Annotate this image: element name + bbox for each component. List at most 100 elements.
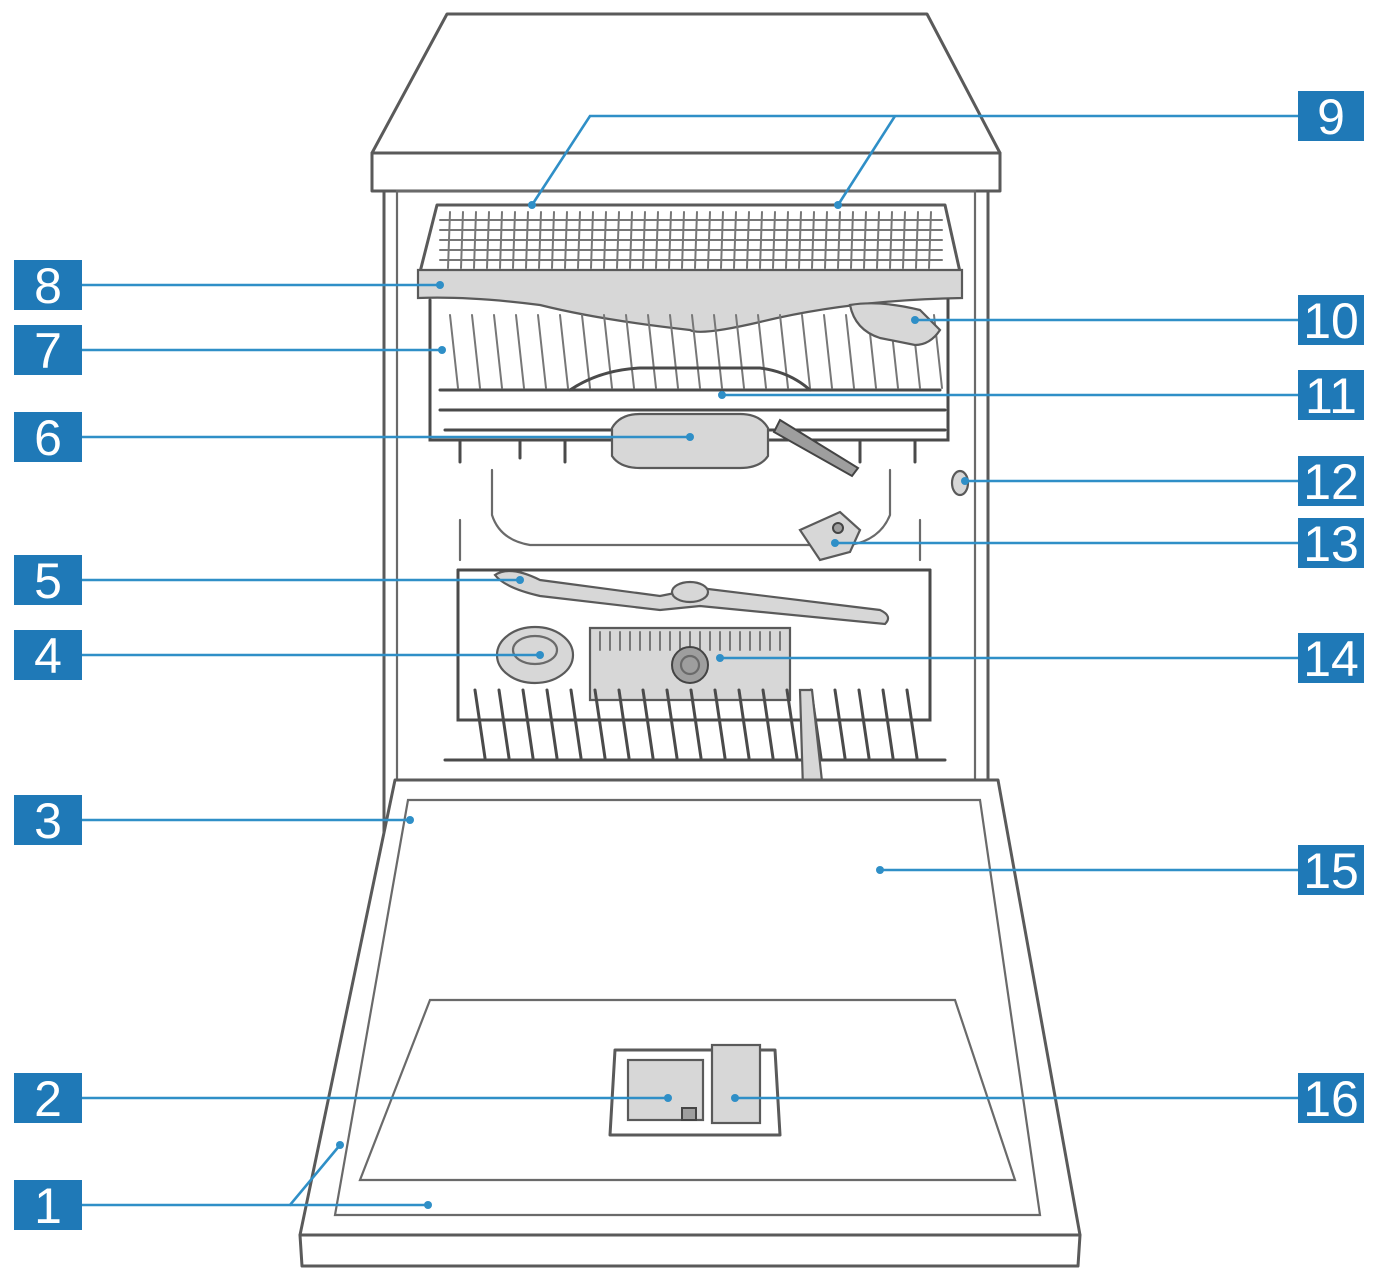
callout-5-label: 5 [34, 553, 62, 609]
callout-13: 13 [1298, 516, 1364, 572]
third-rack-cutlery-drawer [416, 203, 964, 333]
callout-14: 14 [1298, 631, 1364, 687]
upper-tine [713, 314, 723, 389]
upper-tine [493, 314, 503, 389]
detergent-dispenser [608, 1043, 782, 1137]
upper-tine [845, 314, 855, 389]
upper-tine [691, 314, 701, 389]
callout-15-label: 15 [1303, 843, 1359, 899]
callout-4: 4 [14, 628, 82, 684]
upper-tine [669, 314, 679, 389]
callout-5-badge [14, 555, 82, 605]
callout-6-label: 6 [34, 410, 62, 466]
callout-11-badge [1298, 370, 1364, 420]
mid-tine [545, 688, 559, 760]
upper-tine [823, 314, 833, 389]
callouts: 1 2 3 4 5 6 7 8 9 10 11 12 13 14 15 16 [14, 89, 1364, 1234]
leader-9a [530, 114, 1298, 206]
callout-12-badge [1298, 456, 1364, 506]
mid-tine [521, 688, 535, 760]
mid-tine [881, 688, 895, 760]
callout-8-badge [14, 260, 82, 310]
callout-1: 1 [14, 1178, 82, 1234]
callout-7-label: 7 [34, 323, 62, 379]
mid-tine [713, 688, 727, 760]
tub-back [458, 468, 922, 562]
callout-2-badge [14, 1073, 82, 1123]
callout-14-badge [1298, 633, 1364, 683]
mid-tine [833, 688, 847, 760]
door [298, 778, 1082, 1268]
callout-10-badge [1298, 295, 1364, 345]
callout-9-label: 9 [1317, 89, 1345, 145]
lower-spray-arm [493, 569, 890, 626]
callout-14-label: 14 [1303, 631, 1359, 687]
callout-9-badge [1298, 91, 1364, 141]
callout-16-label: 16 [1303, 1071, 1359, 1127]
callout-8: 8 [14, 258, 82, 314]
callout-16-badge [1298, 1073, 1364, 1123]
callout-4-badge [14, 630, 82, 680]
tab-collector [798, 510, 862, 562]
leader-9b [836, 115, 897, 206]
callout-7: 7 [14, 323, 82, 379]
callout-6: 6 [14, 410, 82, 466]
callout-5: 5 [14, 553, 82, 609]
mid-tine [905, 688, 919, 760]
callout-3-label: 3 [34, 793, 62, 849]
callout-10: 10 [1298, 293, 1364, 349]
upper-tine [603, 314, 613, 389]
upper-tine [515, 314, 525, 389]
callout-16: 16 [1298, 1071, 1364, 1127]
callout-6-badge [14, 412, 82, 462]
callout-13-badge [1298, 518, 1364, 568]
callout-13-label: 13 [1303, 516, 1359, 572]
callout-4-label: 4 [34, 628, 62, 684]
leader-1 [82, 1144, 341, 1207]
mid-tine [857, 688, 871, 760]
mid-tine [497, 688, 511, 760]
callout-2-label: 2 [34, 1071, 62, 1127]
mid-tine [737, 688, 751, 760]
callout-9: 9 [1298, 89, 1364, 145]
upper-tine [735, 314, 745, 389]
mid-tine [665, 688, 679, 760]
mid-tine [641, 688, 655, 760]
rack-height-adjuster [848, 302, 942, 347]
callout-15-badge [1298, 845, 1364, 895]
callout-15: 15 [1298, 843, 1364, 899]
leader-lines [82, 114, 1298, 1209]
callout-7-badge [14, 325, 82, 375]
callout-1-badge [14, 1180, 82, 1230]
mid-tine [593, 688, 607, 760]
mid-tine [689, 688, 703, 760]
callout-2: 2 [14, 1071, 82, 1127]
upper-tine [449, 314, 459, 389]
filter-system [588, 626, 792, 702]
mid-tine [785, 688, 799, 760]
callout-10-label: 10 [1303, 293, 1359, 349]
mid-tine [617, 688, 631, 760]
callout-11: 11 [1298, 368, 1364, 424]
callout-12: 12 [1298, 454, 1364, 510]
upper-tine [647, 314, 657, 389]
upper-tine [471, 314, 481, 389]
mid-tine [761, 688, 775, 760]
callout-1-label: 1 [34, 1178, 62, 1234]
worktop [370, 12, 1002, 193]
mid-tine [569, 688, 583, 760]
callout-11-label: 11 [1305, 368, 1357, 424]
mid-tine [473, 688, 487, 760]
callout-12-label: 12 [1303, 454, 1359, 510]
upper-tine [537, 314, 547, 389]
callout-3: 3 [14, 793, 82, 849]
upper-tine [757, 314, 767, 389]
upper-tine [625, 314, 635, 389]
upper-tine [559, 314, 569, 389]
callout-3-badge [14, 795, 82, 845]
callout-8-label: 8 [34, 258, 62, 314]
upper-tine [581, 314, 591, 389]
upper-tine [801, 314, 811, 389]
